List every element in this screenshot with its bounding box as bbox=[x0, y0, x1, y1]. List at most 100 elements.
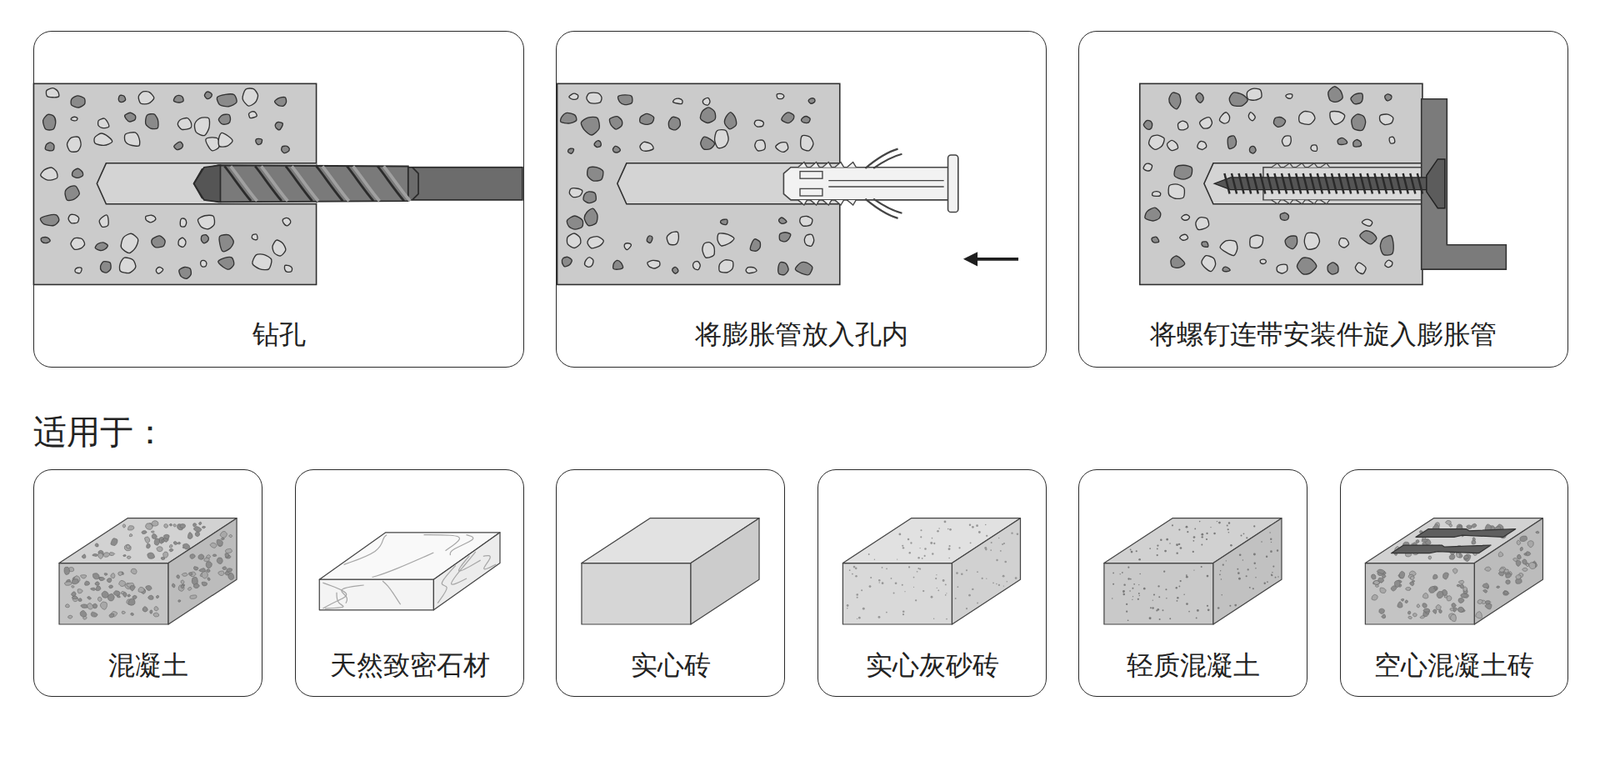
pebble bbox=[145, 585, 152, 591]
pebble bbox=[750, 239, 760, 251]
screw-head bbox=[1426, 159, 1445, 209]
pebble bbox=[177, 541, 180, 544]
pebble bbox=[1435, 605, 1441, 610]
pebble bbox=[1299, 111, 1315, 125]
pebble bbox=[40, 215, 59, 226]
speck bbox=[981, 577, 984, 580]
speck bbox=[1220, 578, 1223, 580]
speck bbox=[1183, 593, 1185, 595]
caption: 将膨胀管放入孔内 bbox=[695, 318, 909, 350]
speck bbox=[969, 524, 971, 526]
pebble bbox=[1450, 614, 1457, 622]
speck bbox=[1149, 616, 1152, 620]
pebble bbox=[195, 531, 200, 536]
pebble bbox=[1408, 615, 1413, 619]
pebble bbox=[201, 581, 207, 586]
pebble bbox=[1350, 93, 1363, 105]
pebble bbox=[624, 243, 631, 250]
plug-tooth bbox=[1283, 163, 1293, 168]
pebble bbox=[104, 573, 108, 576]
speck bbox=[913, 586, 915, 588]
pebble bbox=[45, 142, 55, 151]
speck bbox=[960, 572, 964, 575]
speck bbox=[849, 569, 851, 571]
speck bbox=[878, 615, 881, 619]
pebble bbox=[141, 530, 147, 535]
speck bbox=[936, 530, 940, 533]
pebble bbox=[1516, 540, 1520, 545]
speck bbox=[942, 579, 945, 582]
speck bbox=[896, 558, 898, 560]
speck bbox=[1269, 531, 1270, 533]
plug-tooth bbox=[822, 200, 832, 205]
speck bbox=[862, 607, 865, 610]
pebble bbox=[188, 572, 192, 576]
speck bbox=[965, 569, 968, 571]
stone-vein bbox=[450, 535, 474, 555]
pebble bbox=[1529, 562, 1536, 570]
speck bbox=[1229, 605, 1231, 607]
pebble bbox=[1458, 598, 1465, 604]
pebble bbox=[1380, 587, 1386, 593]
screw-thread bbox=[1410, 173, 1415, 194]
pebble bbox=[1499, 568, 1505, 573]
pebble bbox=[1411, 580, 1415, 582]
pebble bbox=[668, 116, 680, 130]
pebble bbox=[779, 232, 791, 242]
speck bbox=[1192, 550, 1195, 553]
pebble bbox=[1456, 584, 1460, 587]
pebble bbox=[169, 544, 173, 547]
speck bbox=[1230, 544, 1233, 547]
speck bbox=[945, 594, 947, 596]
pebble bbox=[584, 208, 598, 226]
pebble bbox=[1330, 110, 1345, 125]
pebble bbox=[1360, 230, 1377, 245]
plug-tooth bbox=[798, 200, 808, 205]
speck bbox=[860, 589, 863, 591]
plug-tooth bbox=[1295, 200, 1305, 205]
pebble bbox=[1195, 92, 1204, 103]
pebble bbox=[1273, 117, 1285, 128]
pebble bbox=[70, 116, 78, 121]
pebble bbox=[1304, 232, 1320, 250]
plug-tooth bbox=[835, 200, 845, 205]
pebble bbox=[1527, 540, 1534, 548]
screw-thread bbox=[1374, 173, 1380, 194]
speck bbox=[893, 591, 895, 594]
speck bbox=[1122, 593, 1125, 596]
pebble bbox=[775, 142, 789, 153]
speck bbox=[947, 528, 950, 530]
pebble bbox=[1496, 585, 1500, 588]
speck bbox=[1193, 535, 1196, 539]
pebble bbox=[282, 217, 291, 225]
pebble bbox=[142, 606, 148, 612]
pebble bbox=[1466, 525, 1472, 530]
pebble bbox=[275, 121, 283, 130]
speck bbox=[1160, 538, 1162, 540]
speck bbox=[1016, 533, 1020, 536]
speck bbox=[1227, 528, 1230, 530]
pebble bbox=[210, 542, 217, 548]
caption: 空心混凝土砖 bbox=[1374, 649, 1535, 681]
speck bbox=[909, 551, 911, 554]
pebble bbox=[212, 554, 217, 556]
speck bbox=[1201, 535, 1204, 538]
speck bbox=[1225, 560, 1227, 561]
pebble bbox=[122, 524, 125, 528]
plug-tooth bbox=[822, 162, 832, 168]
pebble bbox=[78, 598, 82, 602]
speck bbox=[1003, 542, 1005, 545]
speck bbox=[1164, 550, 1167, 553]
speck bbox=[1185, 525, 1189, 529]
pebble bbox=[85, 580, 90, 585]
pebble bbox=[95, 543, 99, 547]
pebble bbox=[110, 573, 115, 579]
screw-thread bbox=[1389, 173, 1395, 194]
plug-wing bbox=[865, 199, 898, 219]
direction-arrowhead bbox=[963, 251, 978, 266]
pebble bbox=[1229, 92, 1248, 106]
speck bbox=[1138, 592, 1140, 595]
pebble bbox=[1420, 615, 1425, 619]
speck bbox=[881, 581, 885, 585]
pebble bbox=[585, 257, 594, 268]
